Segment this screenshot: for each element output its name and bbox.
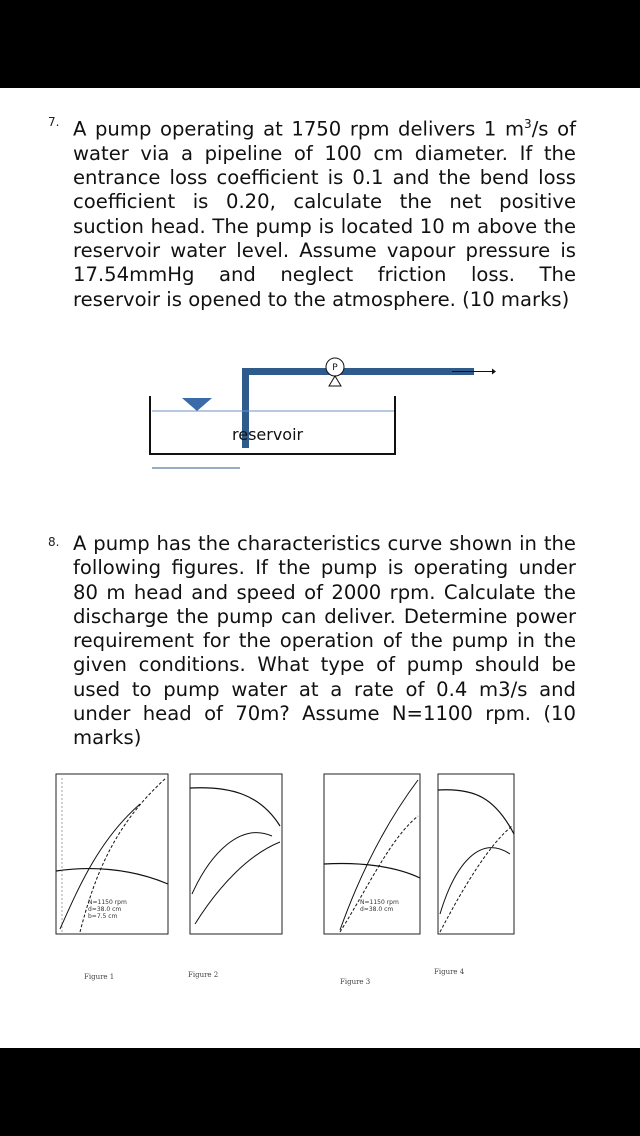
figure-3-scribble: N=1150 rpm xyxy=(360,899,399,906)
figure-1: N=1150 rpm d=38.0 cm b=7.5 cm Figure 1 xyxy=(55,773,169,981)
figure-2-frame xyxy=(189,773,283,935)
question-text: A pump operating at 1750 rpm delivers 1 … xyxy=(73,117,576,311)
question-number: 7. xyxy=(48,115,60,129)
bottom-black-bar xyxy=(0,1048,640,1136)
figure-4-efficiency-curve xyxy=(439,847,511,915)
pump-stand-icon xyxy=(328,375,342,387)
figure-3: N=1150 rpm d=38.0 cm Figure 3 xyxy=(323,773,421,986)
figure-3-caption: Figure 3 xyxy=(340,978,370,986)
figure-1-scribble: N=1150 rpm xyxy=(88,899,127,906)
superscript: 3 xyxy=(524,117,532,131)
figure-3-head-curve xyxy=(323,862,421,879)
reservoir-tank xyxy=(149,396,396,455)
figure-3-scribble: d=38.0 cm xyxy=(360,906,393,913)
question-7: 7. A pump operating at 1750 rpm delivers… xyxy=(48,112,576,312)
pump-label: P xyxy=(332,363,338,373)
pump-characteristic-figures: N=1150 rpm d=38.0 cm b=7.5 cm Figure 1 F… xyxy=(55,773,515,986)
figure-4: Figure 4 xyxy=(434,773,515,976)
figure-1-scribble: b=7.5 cm xyxy=(88,913,118,920)
figure-2-head-curve xyxy=(189,787,281,827)
figure-1-scribble: d=38.0 cm xyxy=(88,906,121,913)
top-black-bar xyxy=(0,0,640,88)
figure-3-efficiency-curve xyxy=(339,779,419,931)
figure-4-head-curve xyxy=(437,789,515,835)
question-number: 8. xyxy=(48,535,60,549)
figure-2-power-curve xyxy=(194,841,281,925)
figure-4-frame xyxy=(437,773,515,935)
pump-reservoir-diagram: P reservoir xyxy=(149,357,496,469)
figure-4-caption: Figure 4 xyxy=(434,968,465,976)
figure-2-efficiency-curve xyxy=(191,832,273,895)
figure-3-power-curve xyxy=(339,815,419,933)
figure-1-efficiency-curve xyxy=(79,777,167,933)
flow-arrowhead xyxy=(492,368,496,375)
figure-3-frame xyxy=(323,773,421,935)
suction-pipe xyxy=(242,368,249,448)
figure-2-caption: Figure 2 xyxy=(188,971,218,979)
question-8: 8. A pump has the characteristics curve … xyxy=(48,532,576,751)
figure-1-caption: Figure 1 xyxy=(84,973,114,981)
figure-1-power-curve xyxy=(59,803,141,930)
question-text: A pump has the characteristics curve sho… xyxy=(73,532,576,750)
reservoir-label: reservoir xyxy=(232,425,304,444)
figure-2: Figure 2 xyxy=(188,773,283,979)
figure-4-power-curve xyxy=(439,825,513,933)
figure-1-head-curve xyxy=(55,868,169,885)
document-page: 7. A pump operating at 1750 rpm delivers… xyxy=(0,88,640,1048)
water-level-marker-icon xyxy=(182,398,212,411)
discharge-pipe xyxy=(242,368,474,375)
figure-1-frame xyxy=(55,773,169,935)
